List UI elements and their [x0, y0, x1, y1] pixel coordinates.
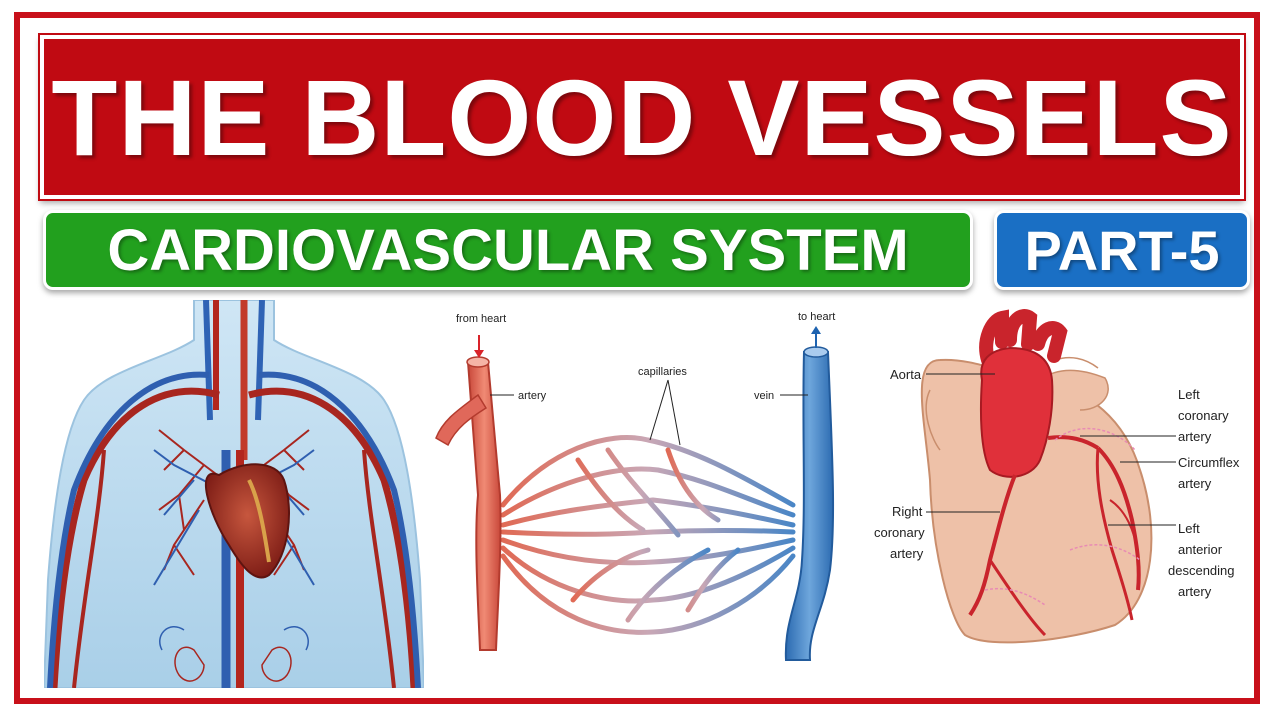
coronary-heart-diagram: Aorta Left coronary artery Circumflex ar…	[870, 300, 1250, 688]
right-coronary-label-line2: coronary	[874, 525, 925, 540]
arrow-down-icon	[474, 350, 484, 358]
left-coronary-label-line2: coronary	[1178, 408, 1229, 423]
circumflex-label-line1: Circumflex	[1178, 455, 1240, 470]
right-coronary-label-line1: Right	[892, 504, 923, 519]
vessel-network-diagram: from heart to heart artery vein capillar…	[428, 300, 868, 688]
arrow-up-icon	[811, 326, 821, 334]
page-title: THE BLOOD VESSELS	[51, 56, 1233, 178]
vein-label: vein	[754, 390, 774, 402]
lad-label-line3: descending	[1168, 563, 1235, 578]
aorta-vessel	[979, 346, 1054, 478]
subtitle-banner: CARDIOVASCULAR SYSTEM	[43, 210, 973, 290]
part-badge: PART-5	[994, 210, 1250, 290]
left-coronary-label-line1: Left	[1178, 387, 1200, 402]
subtitle-label: CARDIOVASCULAR SYSTEM	[107, 217, 909, 283]
to-heart-label: to heart	[798, 311, 835, 323]
left-coronary-label-line3: artery	[1178, 429, 1212, 444]
lad-label-line2: anterior	[1178, 542, 1223, 557]
right-coronary-label-line3: artery	[890, 546, 924, 561]
title-banner: THE BLOOD VESSELS	[40, 35, 1244, 199]
vessel-diagram-svg: from heart to heart artery vein capillar…	[435, 311, 835, 661]
capillary-bed	[500, 435, 796, 635]
artery-vessel	[466, 361, 502, 651]
artery-label: artery	[518, 390, 547, 402]
lad-label-line1: Left	[1178, 521, 1200, 536]
vein-vessel	[784, 351, 835, 661]
body-illustration-svg	[42, 299, 426, 689]
part-label: PART-5	[1024, 218, 1220, 282]
capillaries-label: capillaries	[638, 366, 687, 378]
circulatory-body-illustration	[42, 299, 426, 689]
lad-label-line4: artery	[1178, 584, 1212, 599]
from-heart-label: from heart	[456, 313, 506, 325]
circumflex-label-line2: artery	[1178, 476, 1212, 491]
heart-diagram-svg: Aorta Left coronary artery Circumflex ar…	[874, 309, 1240, 644]
aorta-label: Aorta	[890, 367, 922, 382]
